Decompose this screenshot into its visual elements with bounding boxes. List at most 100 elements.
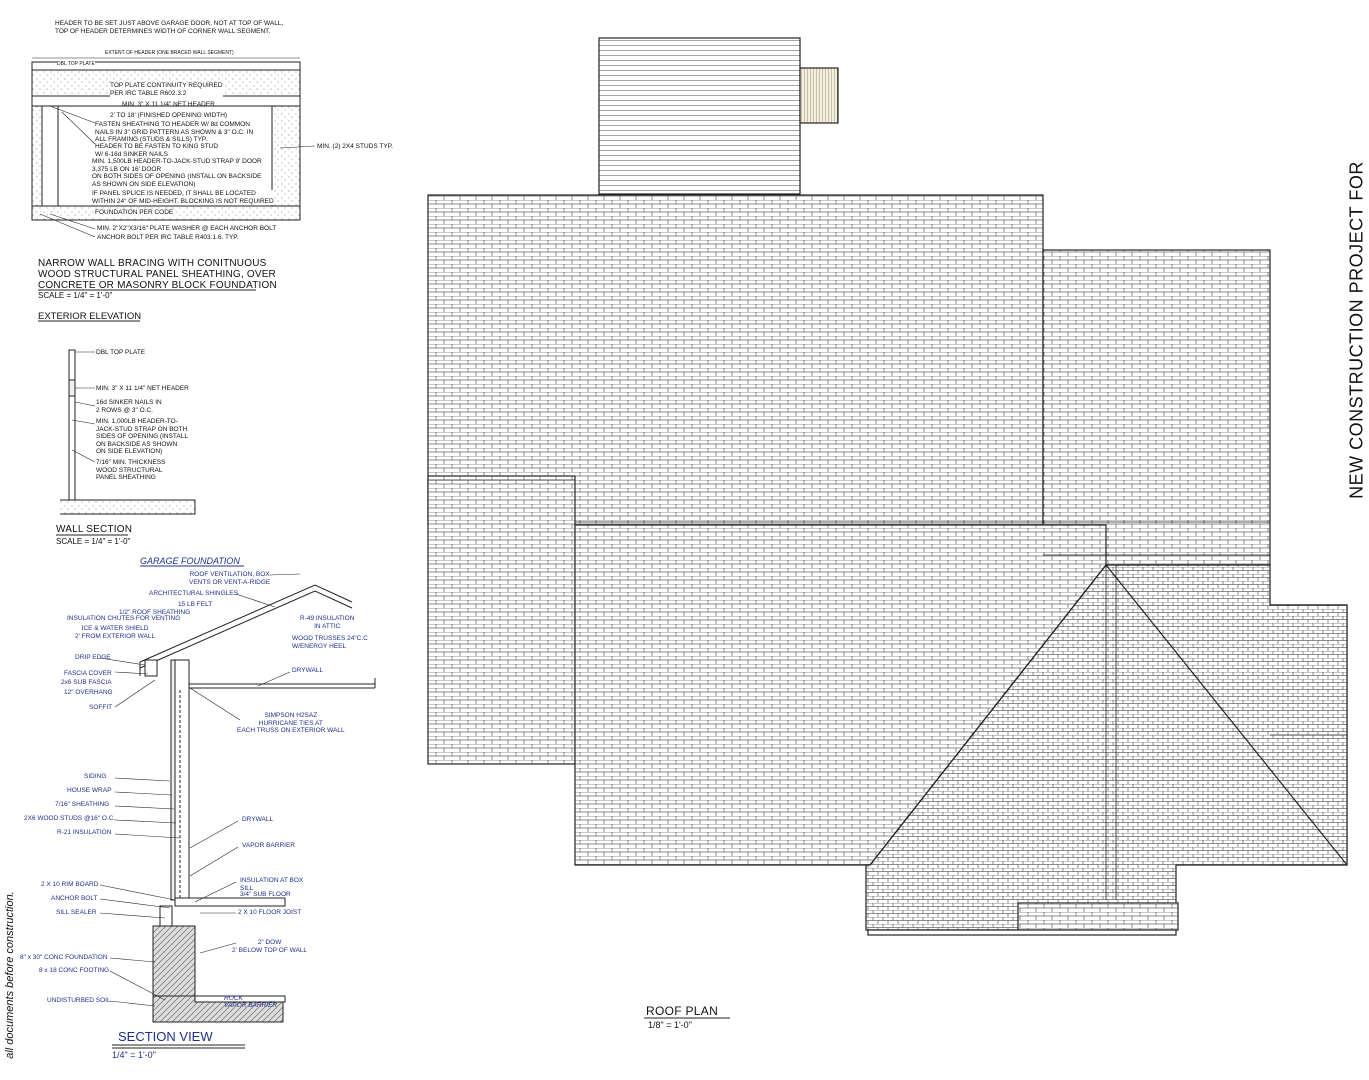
vapor-barrier-rock-label: VAPOR BARRIER: [224, 1002, 278, 1009]
extent-of-header-label: EXTENT OF HEADER (ONE BRACED WALL SEGMEN…: [105, 50, 234, 56]
soffit-label: SOFFIT: [89, 704, 113, 711]
sinker-nails-note: 16d SINKER NAILS IN 2 ROWS @ 3" O.C.: [96, 399, 162, 414]
exterior-elevation-subtitle: EXTERIOR ELEVATION: [38, 311, 142, 322]
garage-foundation-label: GARAGE FOUNDATION: [140, 556, 240, 566]
dbl-top-plate-label: DBL TOP PLATE: [57, 61, 95, 67]
roof-right-wing: [1042, 249, 1271, 566]
drywall-wall-label: DRYWALL: [242, 816, 274, 823]
min-studs-label: MIN. (2) 2X4 STUDS TYP.: [317, 143, 393, 150]
note-line: HEADER TO BE FASTEN TO KING STUD: [95, 143, 219, 150]
exterior-elevation-title: NARROW WALL BRACING WITH CONITNUOUS WOOD…: [38, 258, 277, 291]
conc-foundation-label: 8" x 30" CONC FOUNDATION: [20, 954, 108, 961]
title-line: CONCRETE OR MASONRY BLOCK FOUNDATION: [38, 280, 277, 291]
ice-water-shield-label: ICE & WATER SHIELD 2' FROM EXTERIOR WALL: [75, 625, 155, 640]
note-line: WITHIN 24" OF MID-HEIGHT. BLOCKING IS NO…: [92, 197, 274, 205]
rock-label: ROCK: [224, 995, 243, 1002]
house-wrap-label: HOUSE WRAP: [67, 787, 112, 794]
roof-chimney-block: [799, 67, 839, 124]
note-line: 3,375 LB ON 16' DOOR: [92, 165, 162, 173]
note-line: 2 ROWS @ 3" O.C.: [96, 406, 153, 414]
note-line: WOOD TRUSSES 24"C.C: [292, 635, 368, 642]
wall-section-scale: SCALE = 1/4" = 1'-0": [56, 537, 131, 546]
header-note-line: HEADER TO BE SET JUST ABOVE GARAGE DOOR,…: [55, 20, 284, 27]
note-line: IF PANEL SPLICE IS NEEDED, IT SHALL BE L…: [92, 190, 256, 197]
note-line: NAILS IN 3" GRID PATTERN AS SHOWN & 3" O…: [95, 128, 254, 136]
conc-footing-label: 8 x 18 CONC FOOTING: [39, 967, 110, 974]
section-view-drawing: [99, 573, 376, 1023]
note-line: 2' FROM EXTERIOR WALL: [75, 632, 156, 640]
note-line: SILL: [240, 884, 254, 892]
sub-floor-label: 3/4" SUB FLOOR: [240, 891, 291, 898]
wall-strap-note: MIN. 1,000LB HEADER-TO- JACK-STUD STRAP …: [96, 418, 188, 456]
section-view-scale: 1/4" = 1'-0": [112, 1050, 156, 1060]
note-line: AS SHOWN ON SIDE ELEVATION): [92, 180, 196, 188]
wall-net-header-label: MIN. 3" X 11 1/4" NET HEADER: [96, 385, 189, 392]
overhang-label: 12" OVERHANG: [64, 689, 113, 696]
section-anchor-bolt-label: ANCHOR BOLT: [51, 895, 98, 902]
wall-section-drawing: [60, 349, 196, 515]
project-side-title: NEW CONSTRUCTION PROJECT FOR: [1346, 161, 1367, 499]
note-line: MIN. 1,000LB HEADER-TO-: [96, 418, 178, 425]
note-line: ALL FRAMING (STUDS & SILLS) TYP.: [95, 136, 208, 143]
roof-plan-scale: 1/8" = 1'-0": [648, 1020, 692, 1030]
opening-width-label: 2' TO 18' (FINISHED OPENING WIDTH): [110, 112, 228, 120]
fasten-sheathing-note: FASTEN SHEATHING TO HEADER W/ 8d COMMON …: [95, 121, 254, 144]
dowel-label: 2" DOW 2' BELOW TOP OF WALL: [232, 939, 307, 954]
note-line: ON BACKSIDE AS SHOWN: [96, 440, 178, 448]
header-note: HEADER TO BE SET JUST ABOVE GARAGE DOOR,…: [55, 20, 283, 35]
section-view-title: SECTION VIEW: [118, 1029, 213, 1044]
r21-insulation-label: R-21 INSULATION: [57, 829, 112, 836]
wood-studs-label: 2X6 WOOD STUDS @16" O.C.: [24, 815, 116, 822]
title-line: NARROW WALL BRACING WITH CONITNUOUS: [38, 258, 267, 269]
note-line: IN ATTIC: [314, 622, 341, 630]
foundation-label: FOUNDATION PER CODE: [95, 209, 174, 217]
note-line: 16d SINKER NAILS IN: [96, 399, 162, 406]
strap-note: MIN. 1,500LB HEADER-TO-JACK-STUD STRAP 9…: [92, 158, 262, 188]
roof-eave-front: [867, 929, 1177, 936]
note-line: FASTEN SHEATHING TO HEADER W/ 8d COMMON: [95, 121, 250, 128]
note-line: HURRICANE TIES AT: [258, 719, 323, 727]
note-line: EACH TRUSS ON EXTERIOR WALL: [237, 727, 345, 734]
net-header-label: MIN. 3" X 11 1/4" NET HEADER: [122, 101, 215, 108]
anchor-bolt-label: ANCHOR BOLT PER IRC TABLE R403.1.6. TYP.: [97, 234, 239, 241]
note-line: ON BOTH SIDES OF OPENING (INSTALL ON BAC…: [92, 173, 262, 180]
note-line: VENTS OR VENT-A-RIDGE: [189, 578, 271, 586]
note-line: W/ENERGY HEEL: [292, 642, 347, 650]
roof-left-lower-wing: [427, 475, 576, 765]
roof-ventilation-label: ROOF VENTILATION, BOX VENTS OR VENT-A-RI…: [189, 571, 270, 586]
note-line: PER IRC TABLE R602.3.2: [110, 89, 187, 97]
title-rules: [38, 289, 730, 1049]
sill-sealer-label: SILL SEALER: [56, 909, 97, 916]
exterior-elevation-scale: SCALE = 1/4" = 1'-0": [38, 291, 113, 300]
roof-hip-front: [865, 564, 1348, 931]
note-line: TOP PLATE CONTINUITY REQUIRED: [110, 82, 223, 89]
note-line: SIMPSON H2SAZ: [264, 712, 318, 719]
sub-fascia-label: 2x6 SUB FASCIA: [61, 679, 112, 686]
top-plate-continuity-note: TOP PLATE CONTINUITY REQUIRED PER IRC TA…: [110, 82, 223, 97]
note-line: R-49 INSULATION: [300, 615, 355, 622]
shingles-label: ARCHITECTURAL SHINGLES: [149, 590, 238, 597]
note-line: SIDES OF OPENING (INSTALL: [96, 433, 188, 440]
drip-edge-label: DRIP EDGE: [75, 654, 111, 661]
floor-joist-label: 2 X 10 FLOOR JOIST: [238, 909, 302, 916]
undisturbed-soil-label: UNDISTURBED SOIL: [47, 997, 111, 1004]
simpson-ties-label: SIMPSON H2SAZ HURRICANE TIES AT EACH TRU…: [237, 712, 345, 735]
wood-trusses-label: WOOD TRUSSES 24"C.C W/ENERGY HEEL: [292, 635, 368, 650]
note-line: 7/16" MIN. THICKNESS: [96, 459, 166, 466]
note-line: W/ 6-16d SINKER NAILS: [95, 150, 168, 158]
r49-insulation-label: R-49 INSULATION IN ATTIC: [300, 615, 354, 630]
note-line: ICE & WATER SHIELD: [81, 625, 149, 632]
panel-splice-note: IF PANEL SPLICE IS NEEDED, IT SHALL BE L…: [92, 190, 274, 205]
title-line: WOOD STRUCTURAL PANEL SHEATHING, OVER: [38, 269, 276, 280]
note-line: PANEL SHEATHING: [96, 474, 156, 481]
note-line: JACK-STUD STRAP ON BOTH: [96, 425, 188, 433]
roof-upper-wing: [598, 37, 801, 195]
note-line: WOOD STRUCTURAL: [96, 466, 163, 474]
rim-board-label: 2 X 10 RIM BOARD: [41, 881, 99, 888]
header-note-line: TOP OF HEADER DETERMINES WIDTH OF CORNER…: [55, 27, 271, 35]
roof-plan-drawing: [427, 37, 1348, 936]
insulation-chutes-label: INSULATION CHUTES FOR VENTING: [67, 615, 181, 622]
note-line: INSULATION AT BOX: [240, 877, 304, 884]
note-line: ON SIDE ELEVATION): [96, 448, 163, 455]
